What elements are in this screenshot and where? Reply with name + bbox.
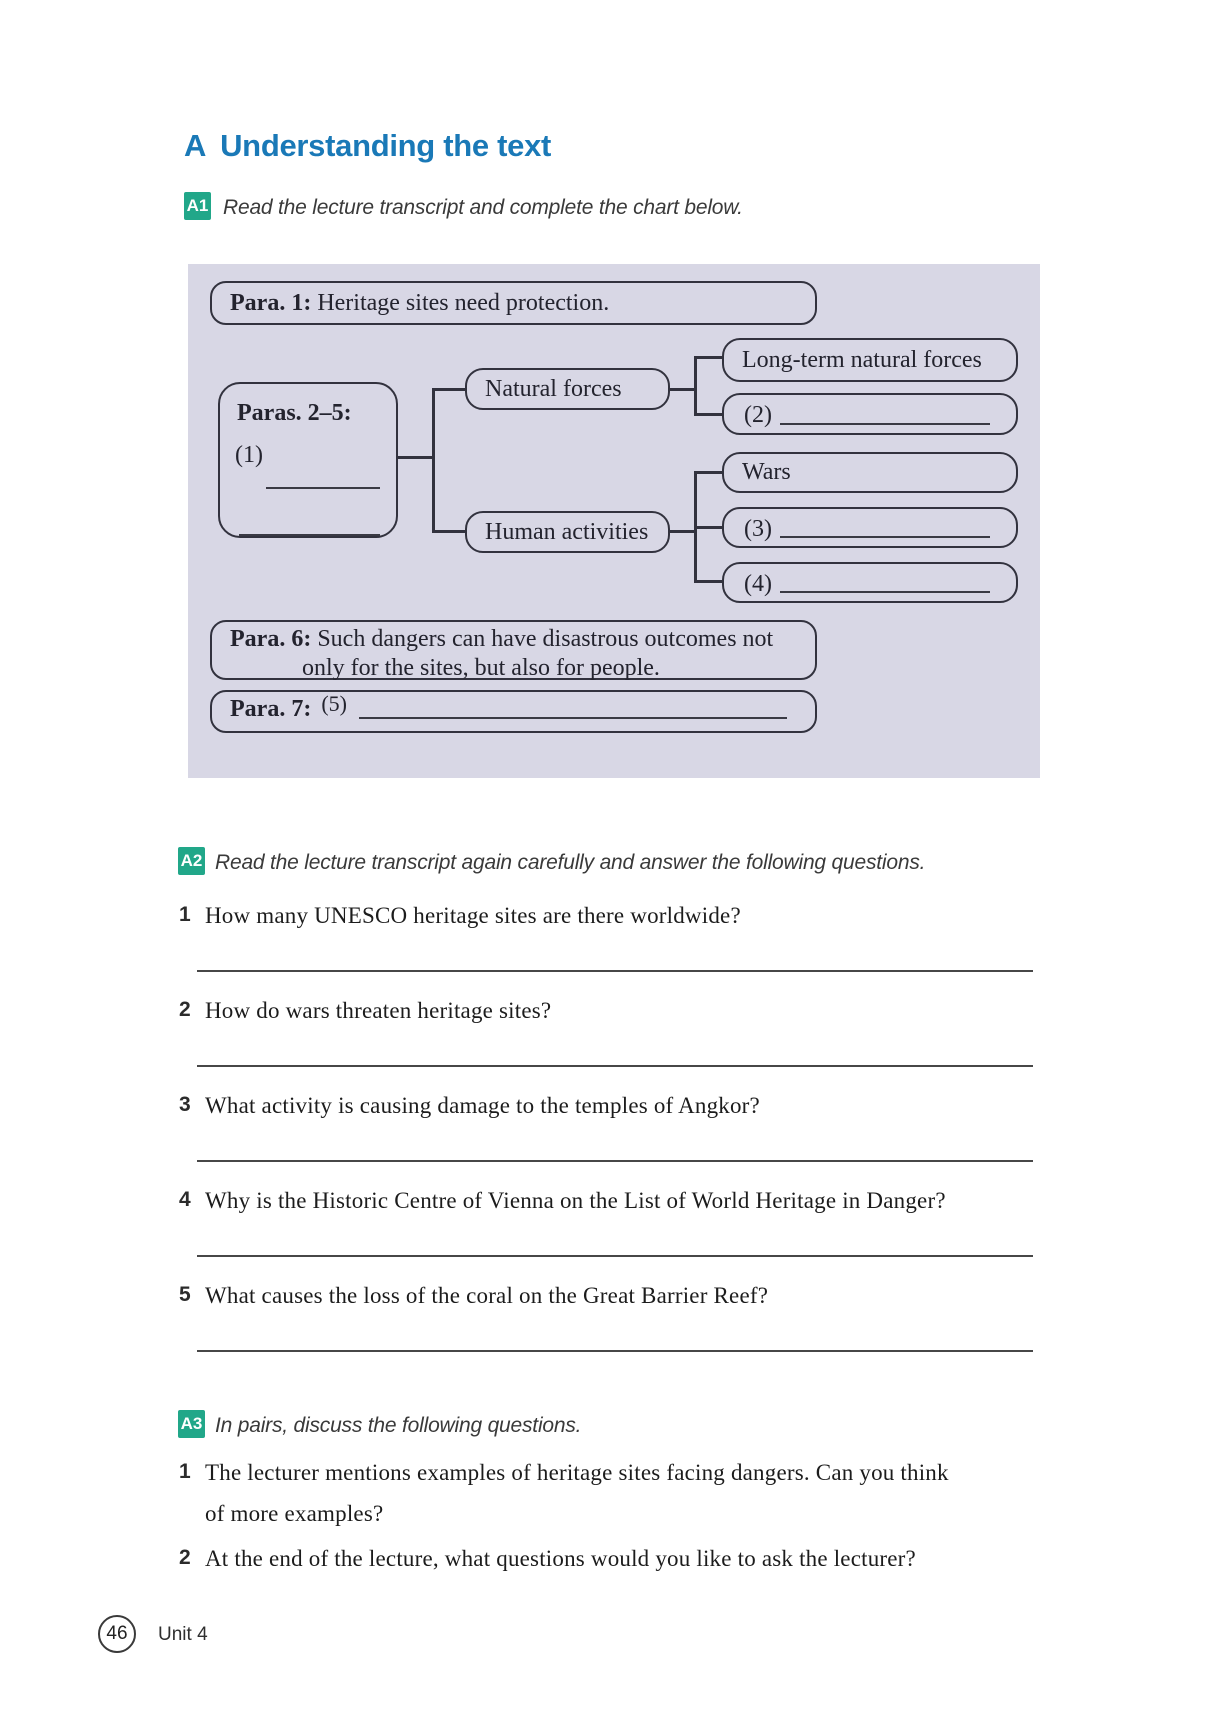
blank-4-num: (4) bbox=[744, 571, 772, 597]
connector-natural-bottom bbox=[694, 413, 722, 416]
box-para1: Para. 1: Heritage sites need protection.… bbox=[210, 281, 817, 325]
question-text: Why is the Historic Centre of Vienna on … bbox=[205, 1188, 946, 1213]
connector-human-bottom bbox=[694, 580, 722, 583]
para1-text: Heritage sites need protection. bbox=[317, 290, 610, 316]
answer-line-4 bbox=[197, 1255, 1033, 1257]
box-para1-text: Para. 1: Heritage sites need protection.… bbox=[212, 283, 815, 317]
blank-3-num: (3) bbox=[744, 516, 772, 542]
question-text: How do wars threaten heritage sites? bbox=[205, 998, 552, 1023]
page-number: 46 bbox=[106, 1623, 128, 1644]
blank-line-1b bbox=[239, 534, 380, 536]
question-number: 1 bbox=[179, 903, 191, 926]
connector-left-h bbox=[398, 456, 434, 459]
question-number: 2 bbox=[179, 998, 191, 1021]
unit-label: Unit 4 bbox=[158, 1624, 208, 1645]
question-row-2: 2 How do wars threaten heritage sites? bbox=[179, 998, 1065, 1031]
section-letter: A bbox=[184, 128, 207, 163]
long-term-text: Long-term natural forces bbox=[742, 346, 982, 373]
box-paras-2-5: Paras. 2–5: (1) bbox=[218, 382, 398, 538]
discussion-text: The lecturer mentions examples of herita… bbox=[205, 1452, 1065, 1534]
discussion-number: 1 bbox=[179, 1460, 191, 1483]
question-text: What causes the loss of the coral on the… bbox=[205, 1283, 769, 1308]
a1-badge: A1 bbox=[184, 192, 211, 220]
connector-natural-top bbox=[694, 356, 722, 359]
answer-line-3 bbox=[197, 1160, 1033, 1162]
blank-2-num: (2) bbox=[744, 402, 772, 428]
para6-line2: only for the sites, but also for people. bbox=[302, 655, 660, 681]
blank-line-4 bbox=[780, 591, 990, 593]
connector-left-v bbox=[432, 388, 435, 533]
question-number: 3 bbox=[179, 1093, 191, 1116]
question-row-1: 1 How many UNESCO heritage sites are the… bbox=[179, 903, 1065, 936]
box-natural-forces: Natural forces bbox=[465, 368, 670, 410]
para6-line1: Para. 6: Such dangers can have disastrou… bbox=[212, 622, 815, 653]
discussion-text: At the end of the lecture, what question… bbox=[205, 1546, 916, 1571]
connector-natural-h bbox=[670, 388, 696, 391]
question-row-4: 4 Why is the Historic Centre of Vienna o… bbox=[179, 1188, 1065, 1221]
box-blank-3: (3) bbox=[722, 507, 1018, 548]
question-number: 4 bbox=[179, 1188, 191, 1211]
question-row-3: 3 What activity is causing damage to the… bbox=[179, 1093, 1065, 1126]
blank-line-1 bbox=[266, 487, 380, 489]
a2-badge: A2 bbox=[178, 847, 205, 875]
connector-human-top bbox=[694, 471, 722, 474]
blank-line-2 bbox=[780, 423, 990, 425]
a3-badge: A3 bbox=[178, 1410, 205, 1438]
para7-num: (5) bbox=[321, 691, 347, 716]
connector-human-h bbox=[670, 530, 696, 533]
a1-instruction: Read the lecture transcript and complete… bbox=[223, 196, 743, 219]
a2-instruction: Read the lecture transcript again carefu… bbox=[215, 851, 926, 874]
natural-forces-text: Natural forces bbox=[485, 375, 622, 402]
blank-line-3 bbox=[780, 536, 990, 538]
box-blank-4: (4) bbox=[722, 562, 1018, 603]
chart-panel: Para. 1: Heritage sites need protection.… bbox=[188, 264, 1040, 778]
discussion-item-1: 1 The lecturer mentions examples of heri… bbox=[179, 1460, 1065, 1534]
blank-line-5 bbox=[358, 717, 787, 719]
box-wars: Wars bbox=[722, 452, 1018, 493]
box-para7: Para. 7: (5) bbox=[210, 690, 817, 733]
para6-text1: Such dangers can have disastrous outcome… bbox=[317, 626, 774, 652]
connector-human-mid bbox=[694, 526, 722, 529]
question-row-5: 5 What causes the loss of the coral on t… bbox=[179, 1283, 1065, 1316]
discussion-item-2: 2 At the end of the lecture, what questi… bbox=[179, 1546, 1065, 1579]
section-title: Understanding the text bbox=[220, 128, 552, 163]
wars-text: Wars bbox=[742, 459, 791, 485]
question-text: What activity is causing damage to the t… bbox=[205, 1093, 760, 1118]
para7-label: Para. 7: bbox=[230, 696, 312, 722]
box-long-term-natural-forces: Long-term natural forces bbox=[722, 338, 1018, 382]
para1-label: Para. 1: bbox=[230, 290, 312, 316]
answer-line-2 bbox=[197, 1065, 1033, 1067]
paras25-label: Paras. 2–5: bbox=[237, 400, 352, 426]
paras25-num: (1) bbox=[235, 442, 263, 468]
answer-line-1 bbox=[197, 970, 1033, 972]
para6-label: Para. 6: bbox=[230, 626, 312, 652]
box-blank-2: (2) bbox=[722, 393, 1018, 435]
connector-left-top bbox=[432, 388, 466, 391]
answer-line-5 bbox=[197, 1350, 1033, 1352]
page-number-badge: 46 bbox=[98, 1615, 136, 1653]
connector-natural-v bbox=[694, 356, 697, 416]
box-para6: Para. 6: Such dangers can have disastrou… bbox=[210, 620, 817, 681]
discussion-number: 2 bbox=[179, 1546, 191, 1569]
question-number: 5 bbox=[179, 1283, 191, 1306]
connector-left-bottom bbox=[432, 530, 466, 533]
discussion-text-line2: of more examples? bbox=[205, 1501, 384, 1526]
a3-instruction: In pairs, discuss the following question… bbox=[215, 1414, 582, 1437]
box-human-activities: Human activities bbox=[465, 511, 670, 553]
human-activities-text: Human activities bbox=[485, 518, 649, 545]
question-text: How many UNESCO heritage sites are there… bbox=[205, 903, 741, 928]
discussion-text-line1: The lecturer mentions examples of herita… bbox=[205, 1460, 949, 1485]
section-heading: A Understanding the text bbox=[184, 128, 551, 164]
